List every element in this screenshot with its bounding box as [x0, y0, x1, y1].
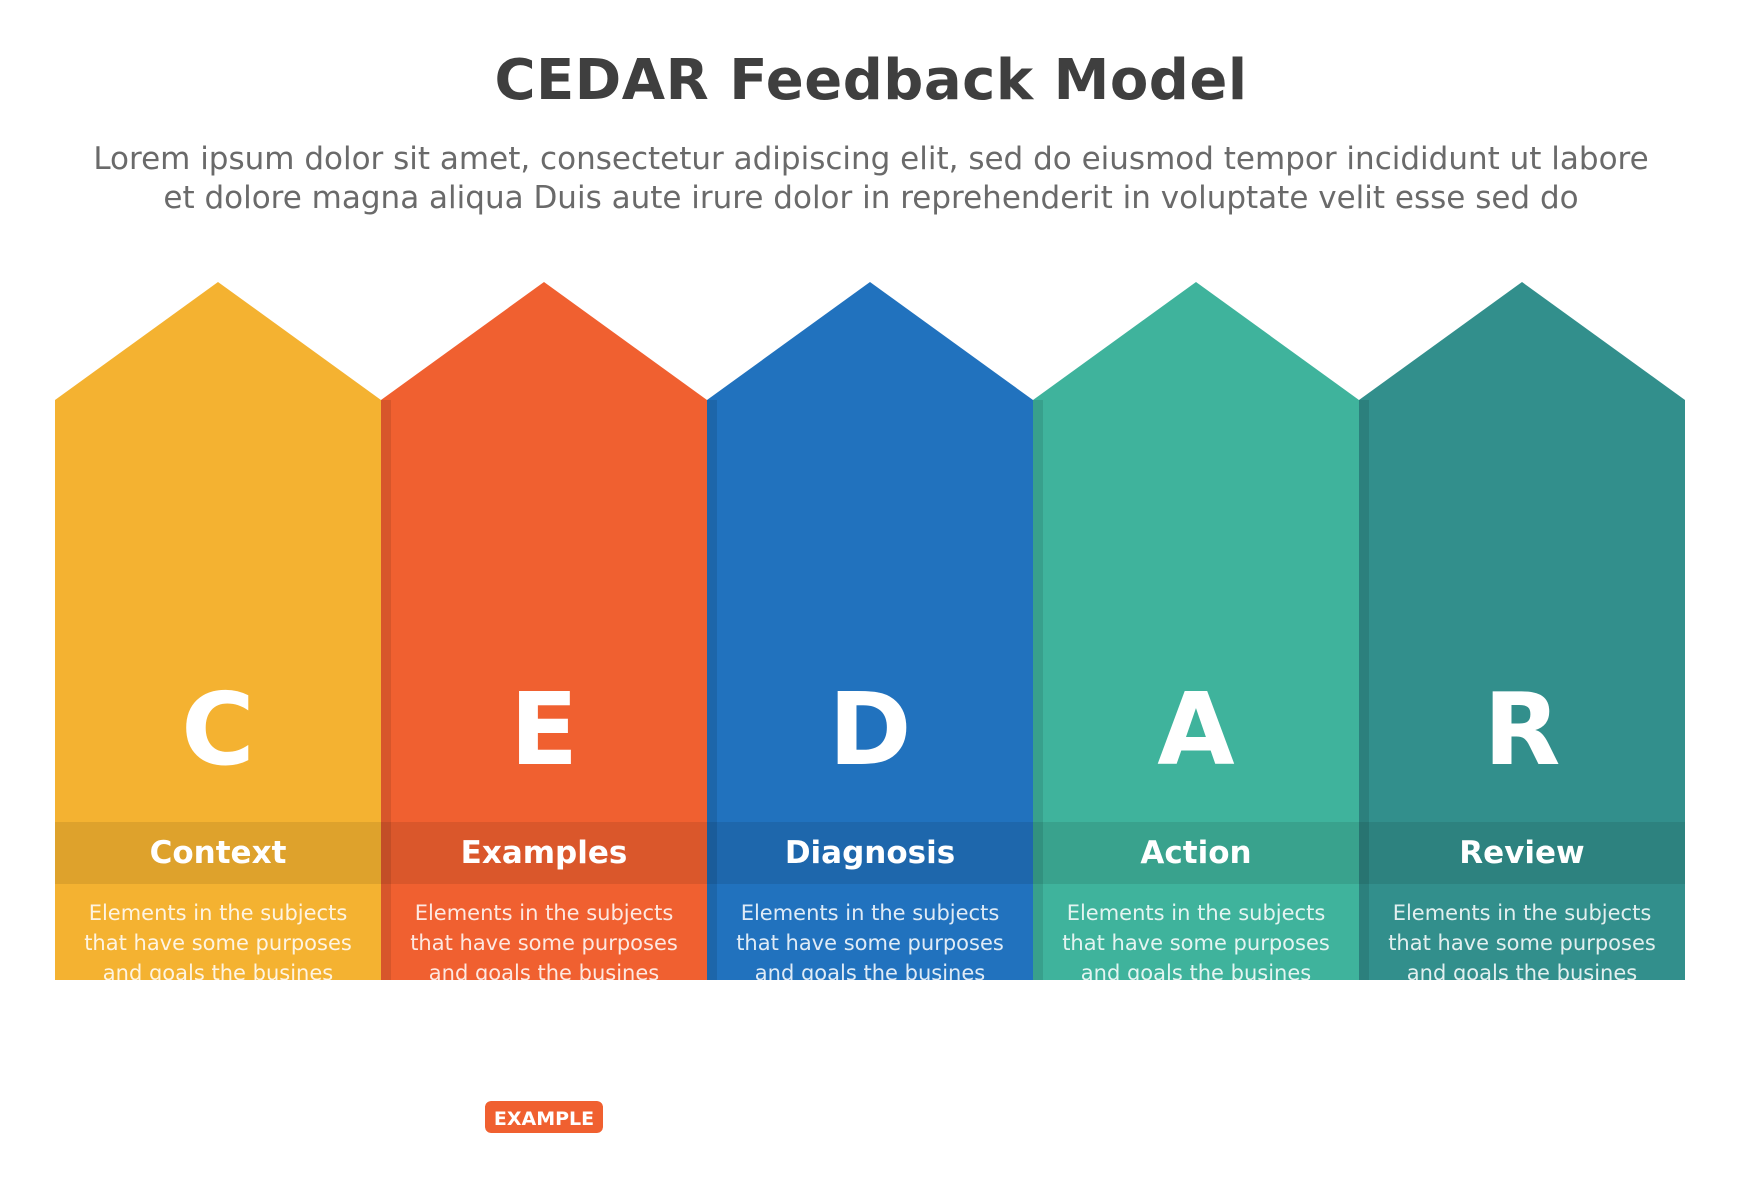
desc-line: and goals the busines [754, 961, 986, 985]
desc-line: and goals the busines [1080, 961, 1312, 985]
step-letter: E [509, 671, 579, 788]
page-title: CEDAR Feedback Model [494, 48, 1248, 113]
step-letter: C [181, 671, 255, 788]
step-context: C Context Elements in the subjects that … [55, 280, 381, 1180]
desc-line: or organization [1116, 991, 1276, 1015]
target-tap-icon [1131, 1052, 1261, 1182]
step-label: Examples [460, 835, 628, 871]
desc-line: and goals the busines [102, 961, 334, 985]
step-label: Diagnosis [784, 835, 956, 871]
arrow-shape [55, 282, 381, 980]
arrow-shape [381, 282, 707, 980]
example-stamp-icon: EXAMPLE [479, 1052, 609, 1182]
step-action: A Action Elements in the subjects that h… [1033, 280, 1359, 1180]
subtitle-line-1: Lorem ipsum dolor sit amet, consectetur … [93, 141, 1649, 177]
arrow-fill [707, 282, 1033, 980]
step-letter: R [1483, 671, 1561, 788]
step-description: Elements in the subjects that have some … [730, 898, 1010, 1018]
step-diagnosis: D Diagnosis Elements in the subjects tha… [707, 280, 1033, 1178]
label-band [707, 822, 1033, 884]
arrow-fill [1033, 282, 1359, 980]
arrow-shape [1359, 282, 1685, 980]
step-letter: D [828, 671, 912, 788]
step-label: Context [149, 835, 287, 871]
desc-line: and goals the busines [428, 961, 660, 985]
label-band [1359, 822, 1685, 884]
step-description: Elements in the subjects that have some … [1382, 898, 1662, 1018]
label-band [1033, 822, 1359, 884]
arrow-shape [1033, 282, 1359, 980]
arrow-edge-shadow [381, 400, 391, 980]
clipboard-tap-icon [153, 1052, 283, 1182]
step-label: Action [1140, 835, 1252, 871]
step-description: Elements in the subjects that have some … [1056, 898, 1336, 1018]
desc-line: Elements in the subjects [88, 901, 348, 925]
desc-line: Elements in the subjects [414, 901, 674, 925]
desc-line: or organization [138, 991, 298, 1015]
desc-line: that have some purposes [410, 931, 678, 955]
desc-line: or organization [1442, 991, 1602, 1015]
desc-line: that have some purposes [84, 931, 352, 955]
desc-line: that have some purposes [1062, 931, 1330, 955]
example-stamp-text: EXAMPLE [494, 1108, 594, 1130]
label-band [381, 822, 707, 884]
desc-line: Elements in the subjects [1066, 901, 1326, 925]
svg-text:?: ? [859, 1091, 873, 1119]
arrow-shape [707, 282, 1033, 980]
step-examples: E Examples Elements in the subjects that… [381, 280, 707, 1173]
subtitle-line-2: et dolore magna aliqua Duis aute irure d… [163, 180, 1579, 216]
step-description: Elements in the subjects that have some … [404, 898, 684, 1018]
arrow-edge-shadow [1033, 400, 1043, 980]
desc-line: or organization [464, 991, 624, 1015]
step-description: Elements in the subjects that have some … [78, 898, 358, 1018]
desc-line: that have some purposes [1388, 931, 1656, 955]
desc-line: Elements in the subjects [1392, 901, 1652, 925]
desc-line: Elements in the subjects [740, 901, 1000, 925]
label-band [55, 822, 381, 884]
arrow-fill [1359, 282, 1685, 980]
arrow-fill [55, 282, 381, 980]
arrow-edge-shadow [1359, 400, 1369, 980]
step-review: R Review Elements in the subjects that h… [1359, 280, 1685, 1174]
arrow-edge-shadow [707, 400, 717, 980]
review-stars-icon [1457, 1052, 1587, 1182]
step-label: Review [1459, 835, 1585, 871]
desc-line: and goals the busines [1406, 961, 1638, 985]
page-subtitle: Lorem ipsum dolor sit amet, consectetur … [70, 140, 1672, 218]
arrow-fill [381, 282, 707, 980]
desc-line: or organization [790, 991, 950, 1015]
step-letter: A [1157, 671, 1235, 788]
desc-line: that have some purposes [736, 931, 1004, 955]
clipboard-search-icon: ? [805, 1052, 935, 1182]
